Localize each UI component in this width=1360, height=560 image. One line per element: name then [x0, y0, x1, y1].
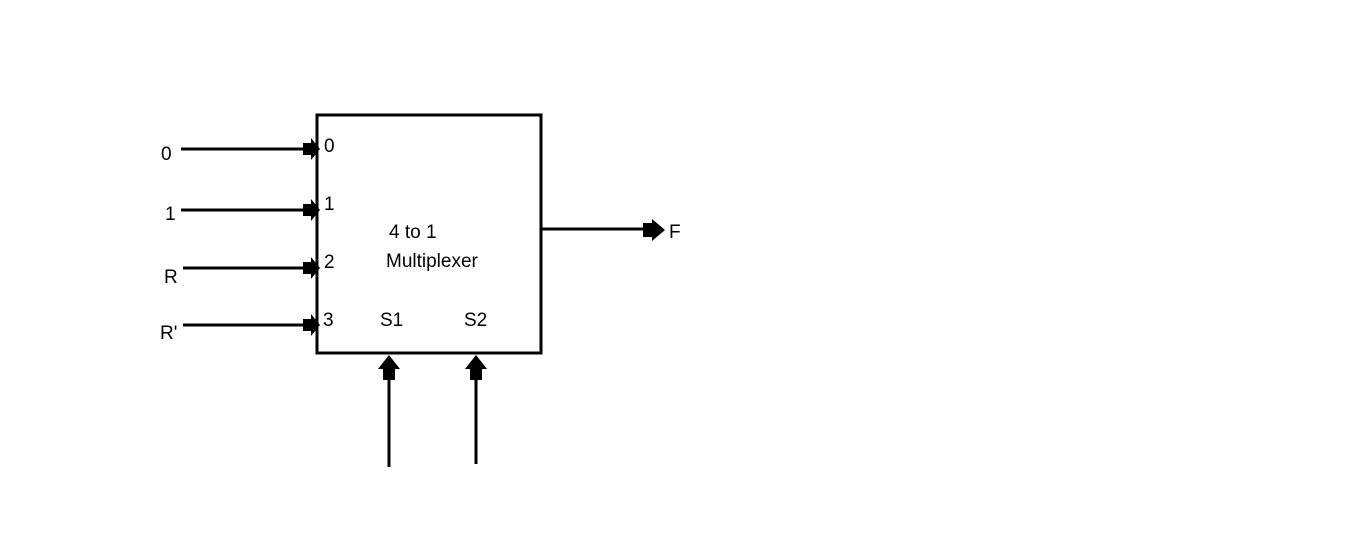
input-signal-2: R: [164, 267, 178, 288]
input-signal-1: 1: [165, 204, 176, 225]
input-pin-1: 1: [324, 194, 335, 215]
input-pin-2: 2: [324, 252, 335, 273]
select-arrow-s2: [465, 355, 487, 380]
select-arrow-s1: [378, 355, 400, 380]
block-title-line1: 4 to 1: [389, 222, 437, 243]
input-arrow-3: [303, 314, 320, 336]
input-arrow-1: [303, 199, 320, 221]
input-arrow-2: [303, 257, 320, 279]
multiplexer-block: [315, 113, 543, 355]
input-pin-0: 0: [324, 136, 335, 157]
input-pin-3: 3: [323, 310, 334, 331]
select-label-s2: S2: [464, 310, 487, 331]
input-arrow-0: [303, 138, 320, 160]
input-signal-0: 0: [161, 144, 172, 165]
block-title-line2: Multiplexer: [386, 251, 479, 272]
output-arrow: [643, 219, 665, 241]
select-label-s1: S1: [380, 310, 403, 331]
input-signal-3: R': [160, 323, 177, 344]
output-label: F: [669, 222, 681, 243]
